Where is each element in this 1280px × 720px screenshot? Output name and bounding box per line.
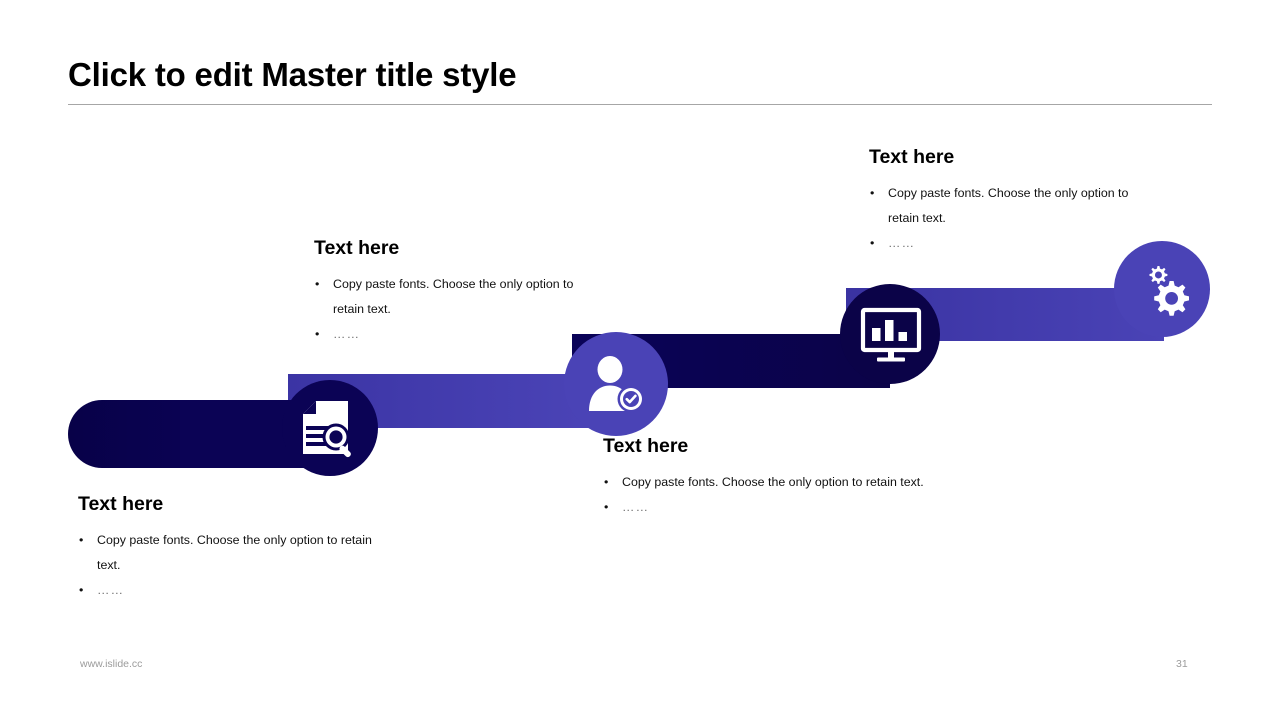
- bullet-marker-icon: •: [870, 186, 875, 201]
- monitor-chart-icon: [860, 307, 922, 362]
- title-block: Click to edit Master title style: [68, 56, 1212, 105]
- bullet-marker-icon: •: [315, 326, 321, 341]
- bullet-marker-icon: •: [604, 500, 610, 514]
- page-title[interactable]: Click to edit Master title style: [68, 56, 517, 93]
- bullet-text: Copy paste fonts. Choose the only option…: [97, 533, 372, 572]
- gears-icon: [1149, 266, 1189, 316]
- footer-page-number: 31: [1176, 658, 1188, 670]
- bullet-marker-icon: •: [79, 582, 85, 597]
- bullet-text: Copy paste fonts. Choose the only option…: [333, 277, 574, 316]
- step-bullets-1: • Copy paste fonts. Choose the only opti…: [78, 528, 398, 602]
- title-divider: [68, 103, 1212, 105]
- bullet-marker-icon: •: [315, 277, 320, 292]
- bullet-item[interactable]: • Copy paste fonts. Choose the only opti…: [869, 181, 1131, 230]
- bullet-marker-icon: •: [79, 533, 84, 548]
- bullet-marker-icon: •: [604, 475, 609, 490]
- bullet-text: ……: [622, 500, 650, 514]
- step-heading-2[interactable]: Text here: [314, 237, 400, 259]
- bullet-item[interactable]: • ……: [869, 231, 1131, 256]
- step-bullets-4: • Copy paste fonts. Choose the only opti…: [869, 181, 1131, 255]
- step-heading-1[interactable]: Text here: [78, 493, 164, 515]
- step-heading-3[interactable]: Text here: [603, 435, 689, 457]
- bullet-marker-icon: •: [870, 235, 876, 250]
- step-text-3: Text here • Copy paste fonts. Choose the…: [603, 435, 929, 520]
- footer-website[interactable]: www.islide.cc: [80, 658, 143, 670]
- document-search-icon: [303, 401, 351, 458]
- bullet-text: Copy paste fonts. Choose the only option…: [622, 475, 924, 490]
- bullet-text: ……: [97, 582, 125, 597]
- bullet-item[interactable]: • ……: [603, 495, 929, 520]
- bullet-item[interactable]: • ……: [314, 322, 576, 347]
- step-text-2: Text here • Copy paste fonts. Choose the…: [314, 237, 576, 346]
- bullet-item[interactable]: • Copy paste fonts. Choose the only opti…: [603, 470, 929, 495]
- step-text-4: Text here • Copy paste fonts. Choose the…: [869, 146, 1131, 255]
- bullet-text: Copy paste fonts. Choose the only option…: [888, 186, 1129, 225]
- bullet-item[interactable]: • ……: [78, 578, 398, 603]
- bullet-text: ……: [333, 326, 361, 341]
- bullet-text: ……: [888, 235, 916, 250]
- bullet-item[interactable]: • Copy paste fonts. Choose the only opti…: [78, 528, 398, 577]
- user-verified-icon: [589, 356, 645, 413]
- bullet-item[interactable]: • Copy paste fonts. Choose the only opti…: [314, 272, 576, 321]
- step-bullets-2: • Copy paste fonts. Choose the only opti…: [314, 272, 576, 346]
- step-text-1: Text here • Copy paste fonts. Choose the…: [78, 493, 398, 602]
- step-heading-4[interactable]: Text here: [869, 146, 955, 168]
- step-bullets-3: • Copy paste fonts. Choose the only opti…: [603, 470, 929, 519]
